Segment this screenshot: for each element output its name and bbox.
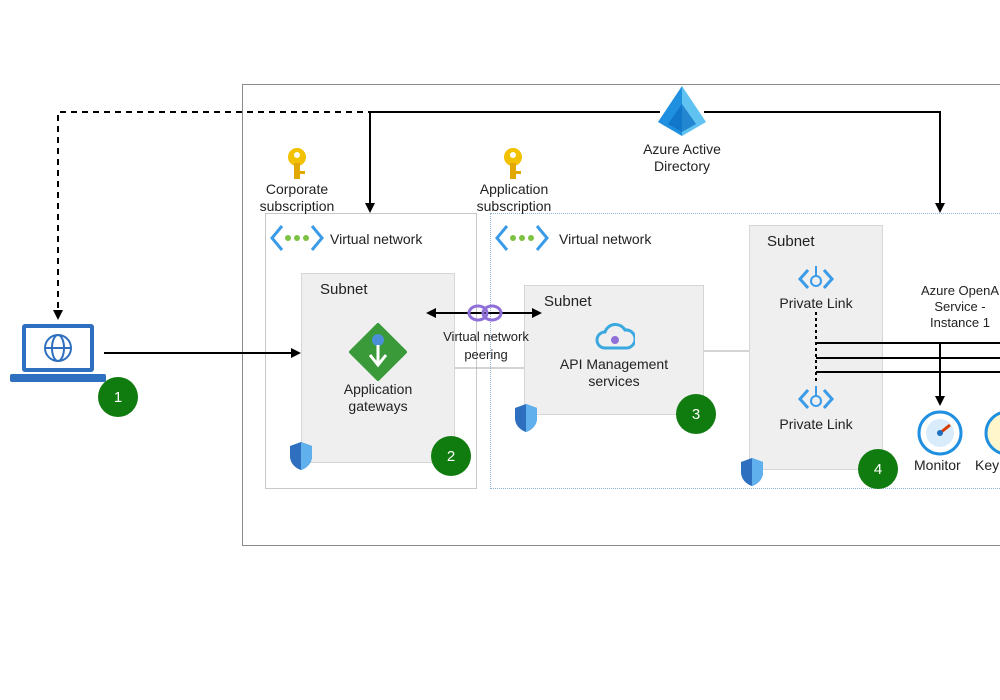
private-subnet-title: Subnet xyxy=(767,233,815,250)
shield-icon xyxy=(515,404,537,432)
step-badge-1: 1 xyxy=(98,377,138,417)
private-link-icon[interactable] xyxy=(796,264,836,294)
vnet-icon xyxy=(270,225,324,251)
peering-icon xyxy=(467,304,503,322)
key-vault-label: Key xyxy=(975,457,1000,473)
step-badge-3: 3 xyxy=(676,394,716,434)
private-link-subnet xyxy=(749,225,883,470)
key-icon xyxy=(288,148,306,179)
gateway-subnet-title: Subnet xyxy=(320,281,368,298)
private-link-top-label: Private Link xyxy=(779,295,853,311)
corporate-vnet-box xyxy=(265,213,477,489)
azure-ad-icon xyxy=(658,86,706,136)
laptop-icon[interactable] xyxy=(10,322,106,384)
private-link-icon[interactable] xyxy=(796,384,836,414)
shield-icon xyxy=(741,458,763,486)
step-badge-2: 2 xyxy=(431,436,471,476)
apim-subnet-title: Subnet xyxy=(544,293,592,310)
application-vnet-box xyxy=(490,213,1000,489)
monitor-label: Monitor xyxy=(914,457,961,473)
application-vnet-label: Virtual network xyxy=(559,231,652,247)
aad-to-openai-line xyxy=(704,111,945,213)
corporate-vnet-label: Virtual network xyxy=(330,231,423,247)
apim-subnet xyxy=(524,285,704,415)
aad-to-corporate-line xyxy=(365,111,660,213)
monitor-icon[interactable] xyxy=(917,410,963,456)
step-badge-4: 4 xyxy=(858,449,898,489)
shield-icon xyxy=(290,442,312,470)
apim-icon[interactable] xyxy=(595,320,635,354)
azure-boundary xyxy=(242,84,1000,546)
private-link-bottom-label: Private Link xyxy=(779,416,853,432)
key-icon xyxy=(504,148,522,179)
key-vault-icon[interactable] xyxy=(984,410,1000,456)
application-gateway-icon[interactable] xyxy=(349,323,407,381)
vnet-icon xyxy=(495,225,549,251)
